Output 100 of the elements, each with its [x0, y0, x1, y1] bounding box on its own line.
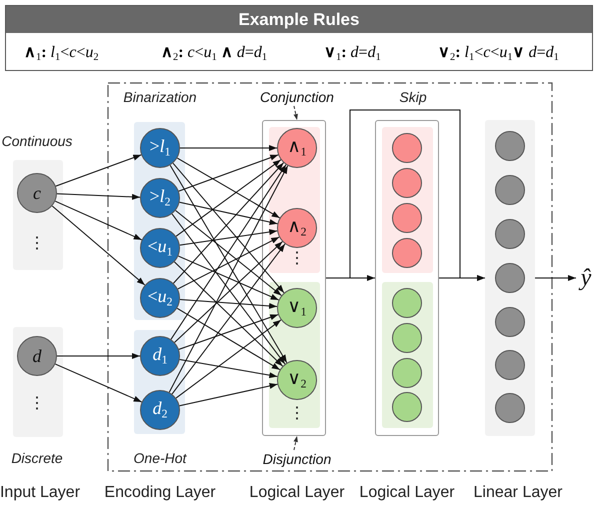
neuron-label: ∧$_{2}$	[288, 217, 306, 239]
encoding-band	[134, 122, 185, 320]
arrow	[176, 158, 280, 218]
dashed-arrow	[294, 106, 298, 120]
disjunction-band	[382, 282, 433, 428]
neuron-circle	[495, 131, 525, 161]
neuron-circle	[392, 323, 422, 353]
arrow	[55, 154, 142, 187]
neuron-circle	[392, 133, 422, 163]
arrow	[56, 193, 141, 200]
ellipsis: ⋮	[29, 394, 45, 413]
conjunction-band	[269, 127, 320, 273]
neuron-circle	[140, 128, 180, 168]
annotation-label: Conjunction	[252, 88, 342, 106]
neuron-circle	[277, 360, 317, 400]
neuron-label: <u$_{1}$	[148, 237, 172, 259]
neuron-circle	[140, 278, 180, 318]
layer-label: Input Layer	[0, 484, 80, 502]
arrow	[176, 308, 280, 370]
neuron-circle	[140, 390, 180, 430]
layer-label: Logical Layer	[359, 484, 455, 502]
neuron-circle	[140, 228, 180, 268]
arrow	[534, 275, 576, 281]
category-label: Continuous	[2, 133, 72, 149]
category-label: One-Hot	[134, 450, 186, 466]
arrow	[174, 261, 284, 367]
neuron-label: <u$_{2}$	[148, 287, 172, 309]
neuron-circle	[495, 263, 525, 293]
neuron-label: d$_{2}$	[152, 399, 168, 421]
ellipsis: ⋮	[289, 249, 305, 268]
arrow	[172, 213, 286, 365]
dashed-frame	[107, 82, 553, 472]
layer-label: Encoding Layer	[104, 484, 216, 502]
rules-panel	[5, 5, 593, 71]
neuron-circle	[392, 358, 422, 388]
neuron-circle	[392, 238, 422, 268]
conjunction-band	[382, 127, 433, 273]
arrow	[176, 319, 282, 399]
rule-text: ∨$_{2}$: l$_{1}$<c<u$_{1}$∨ d=d$_{1}$	[438, 43, 559, 64]
arrow	[172, 243, 286, 395]
arrow	[438, 275, 486, 281]
output-label: ŷ	[576, 262, 596, 294]
arrow	[177, 236, 280, 290]
arrow	[54, 200, 142, 240]
arrow	[54, 364, 142, 402]
neuron-label: >l$_{1}$	[149, 137, 170, 159]
neuron-circle	[277, 288, 317, 328]
arrow	[179, 383, 278, 406]
arrow	[178, 154, 279, 192]
layer-box	[375, 120, 439, 436]
arrow	[176, 159, 282, 237]
arrow	[179, 229, 278, 246]
rule-text: ∧$_{2}$: c<u$_{1}$ ∧ d=d$_{1}$	[161, 43, 268, 64]
arrow	[179, 358, 278, 378]
neuron-circle	[277, 128, 317, 168]
neuron-circle	[277, 208, 317, 248]
arrow	[56, 353, 140, 359]
neuron-label: ∨$_{2}$	[288, 369, 306, 391]
layer-box	[262, 120, 326, 436]
neuron-circle	[17, 173, 57, 213]
neuron-circle	[495, 393, 525, 423]
ellipsis: ⋮	[29, 234, 45, 253]
neuron-circle	[392, 288, 422, 318]
annotation-label: Disjunction	[252, 450, 342, 468]
panel-title: Example Rules	[6, 6, 592, 33]
neuron-label: d	[32, 347, 42, 365]
arrow	[178, 256, 280, 300]
neuron-circle	[495, 307, 525, 337]
arrow	[178, 314, 279, 350]
neuron-label: >l$_{2}$	[149, 187, 170, 209]
neuron-circle	[140, 178, 180, 218]
neuron-circle	[140, 336, 180, 376]
layer-label: Linear Layer	[474, 484, 562, 502]
edge-label: Skip	[397, 89, 429, 105]
category-label: Binarization	[123, 89, 197, 105]
neuron-circle	[495, 219, 525, 249]
arrow	[174, 241, 283, 343]
layer-label: Logical Layer	[249, 484, 345, 502]
neuron-circle	[495, 175, 525, 205]
linear-band	[485, 120, 535, 436]
arrow	[180, 145, 278, 151]
neuron-circle	[495, 350, 525, 380]
disjunction-band	[269, 282, 320, 428]
neuron-label: c	[33, 184, 41, 202]
arrow	[52, 205, 146, 286]
ellipsis: ⋮	[289, 404, 305, 423]
input-band	[13, 327, 63, 437]
encoding-band	[134, 330, 185, 434]
neuron-circle	[392, 203, 422, 233]
arrow	[179, 298, 278, 309]
neuron-label: ∧$_{1}$	[288, 137, 306, 159]
category-label: Discrete	[11, 450, 63, 466]
dashed-arrow	[294, 436, 298, 450]
neuron-label: ∨$_{1}$	[288, 297, 306, 319]
arrow	[179, 202, 278, 225]
neuron-circle	[392, 392, 422, 422]
neuron-label: d$_{1}$	[152, 345, 168, 367]
rule-text: ∧$_{1}$: l$_{1}$<c<u$_{2}$	[24, 43, 99, 64]
rule-text: ∨$_{1}$: d=d$_{1}$	[324, 43, 381, 64]
input-band	[13, 160, 63, 270]
